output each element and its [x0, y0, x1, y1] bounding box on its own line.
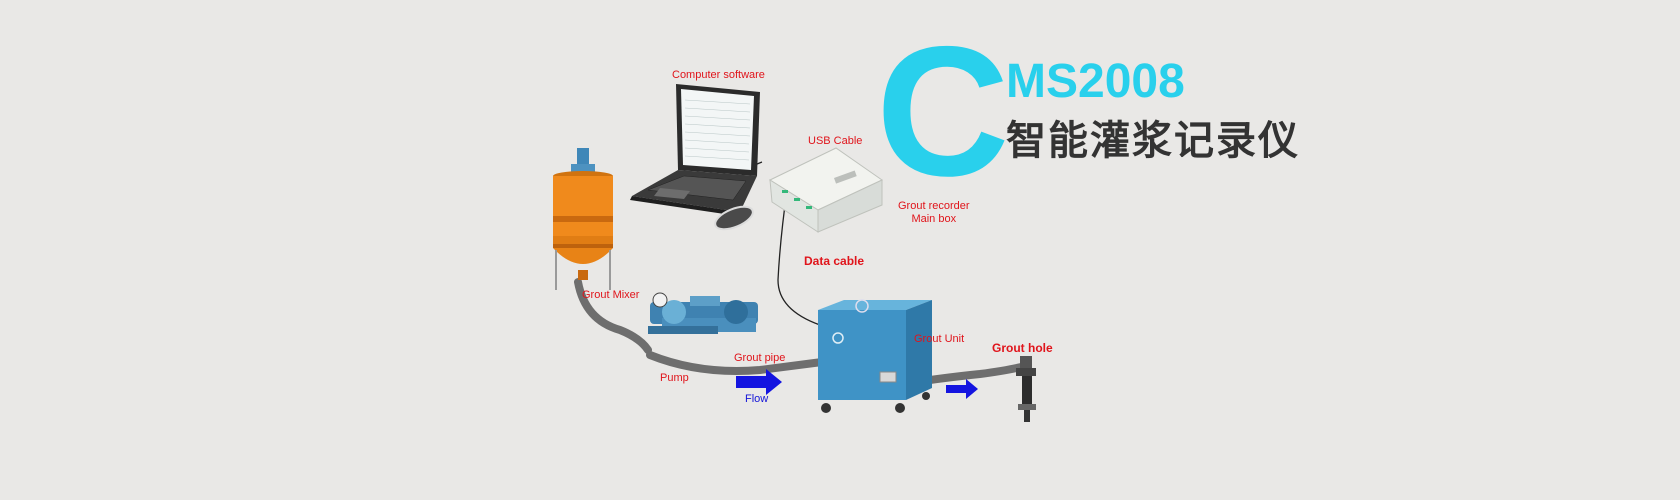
- label-flow: Flow: [745, 393, 769, 405]
- product-title: 智能灌浆记录仪: [1006, 118, 1300, 164]
- grout-hole-fitting: [1016, 356, 1036, 422]
- label-computer-software: Computer software: [672, 69, 765, 81]
- label-data-cable: Data cable: [804, 254, 865, 268]
- label-grout-recorder-line2: Main box: [911, 213, 957, 225]
- label-usb-cable: USB Cable: [808, 135, 863, 147]
- grout-recorder-box: [768, 147, 883, 233]
- brand-letter: C: [876, 9, 1010, 215]
- model-name: MS2008: [1006, 55, 1185, 108]
- label-grout-recorder: Grout recorder Main box: [898, 200, 970, 226]
- mouse: [714, 205, 754, 231]
- label-grout-hole: Grout hole: [992, 341, 1053, 355]
- label-grout-unit: Grout Unit: [914, 333, 965, 345]
- flow-arrow-2: [946, 379, 978, 399]
- label-grout-recorder-line1: Grout recorder: [898, 200, 970, 212]
- label-grout-mixer: Grout Mixer: [582, 289, 640, 301]
- laptop: [630, 84, 760, 216]
- grout-mixer: [553, 148, 613, 290]
- label-grout-pipe: Grout pipe: [734, 352, 786, 364]
- grout-unit: [818, 299, 932, 413]
- data-cable: [777, 189, 821, 326]
- grout-pipe: [646, 351, 826, 375]
- flow-arrow: [736, 369, 782, 395]
- grout-pump: [648, 292, 758, 334]
- grout-hose-mixer-to-pump: [574, 278, 652, 354]
- label-pump: Pump: [660, 372, 689, 384]
